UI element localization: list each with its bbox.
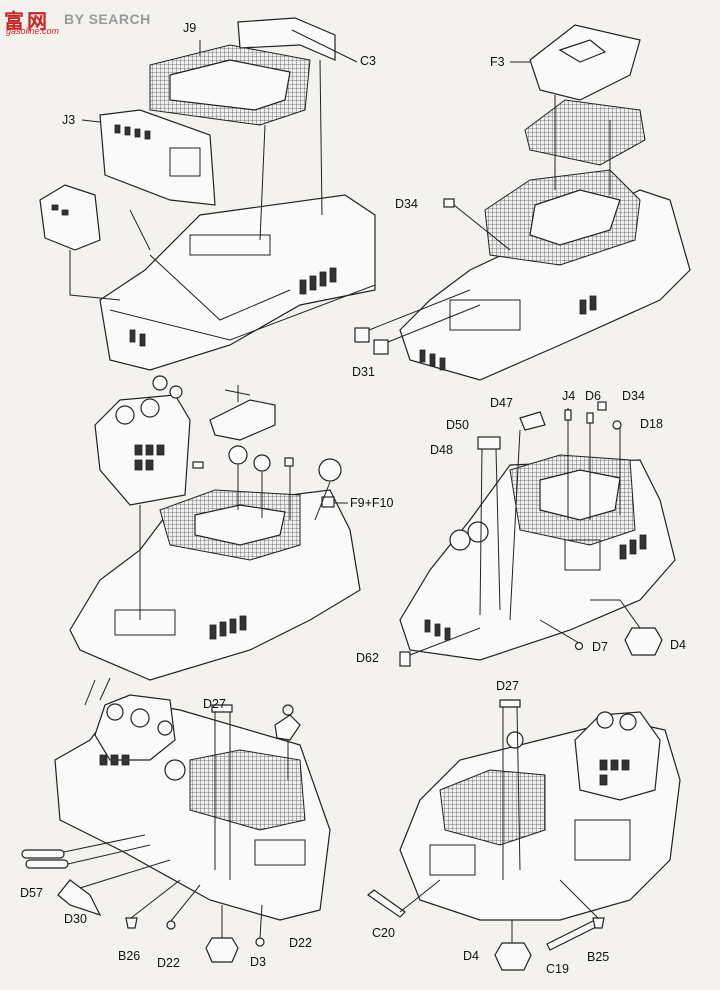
callout-B25: B25 <box>587 950 610 964</box>
step-1-drawing <box>39 17 376 371</box>
callout-D27: D27 <box>203 697 226 711</box>
callout-D22: D22 <box>157 956 180 970</box>
callout-J9: J9 <box>183 21 197 35</box>
callout-D18: D18 <box>640 417 663 431</box>
callout-D62: D62 <box>356 651 379 665</box>
callout-F3: F3 <box>490 55 505 69</box>
callout-D30: D30 <box>64 912 87 926</box>
callout-D27-step6: D27 <box>496 679 519 693</box>
callout-D22-right: D22 <box>289 936 312 950</box>
callout-D6: D6 <box>585 389 601 403</box>
callout-J4: J4 <box>562 389 576 403</box>
step-5-drawing <box>21 677 331 963</box>
step-2-drawing <box>354 24 691 381</box>
callout-B26: B26 <box>118 949 141 963</box>
step-3-drawing <box>69 375 361 681</box>
callout-D57: D57 <box>20 886 43 900</box>
callout-C19: C19 <box>546 962 569 976</box>
watermark-logo-suffix: 网 <box>27 8 47 33</box>
watermark-subtitle: gasoline.com <box>6 26 60 36</box>
watermark-search-text: BY SEARCH <box>64 11 151 27</box>
step-4-drawing <box>399 401 676 667</box>
callout-D31: D31 <box>352 365 375 379</box>
callout-D4: D4 <box>670 638 686 652</box>
callout-F9-F10: F9+F10 <box>350 496 394 510</box>
callout-D50: D50 <box>446 418 469 432</box>
watermark-logo: 富 网 BY SEARCH gasoline.com <box>4 4 151 37</box>
callout-D34-step4: D34 <box>622 389 645 403</box>
callout-D7: D7 <box>592 640 608 654</box>
callout-C20: C20 <box>372 926 395 940</box>
callout-D47: D47 <box>490 396 513 410</box>
callout-D3: D3 <box>250 955 266 969</box>
callout-C3: C3 <box>360 54 376 68</box>
callout-D34: D34 <box>395 197 418 211</box>
callout-D4-step6: D4 <box>463 949 479 963</box>
callout-D48: D48 <box>430 443 453 457</box>
step-6-drawing <box>367 699 681 971</box>
callout-J3: J3 <box>62 113 76 127</box>
watermark-logo-text: 富 <box>4 8 24 33</box>
